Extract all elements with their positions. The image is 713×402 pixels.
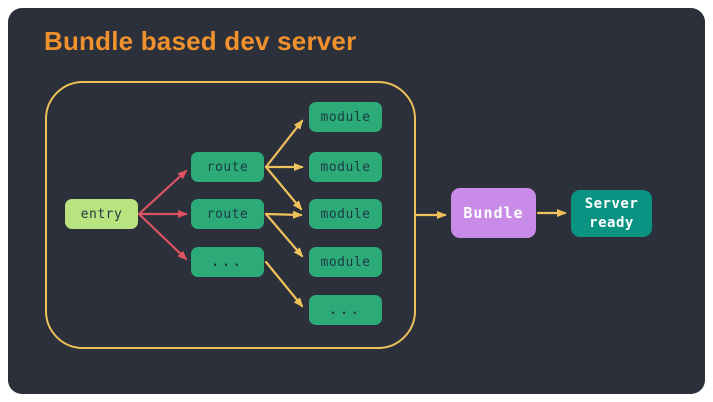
node-module-more: ... <box>309 295 382 325</box>
node-bundle: Bundle <box>451 188 536 238</box>
node-route-1: route <box>191 152 264 182</box>
node-module-1: module <box>309 102 382 132</box>
node-module-3: module <box>309 199 382 229</box>
node-route-more: ... <box>191 247 264 277</box>
slide-panel: Bundle based dev server <box>8 8 705 394</box>
node-entry: entry <box>65 199 138 229</box>
node-route-2: route <box>191 199 264 229</box>
page-title: Bundle based dev server <box>44 26 357 56</box>
node-module-4: module <box>309 247 382 277</box>
node-module-2: module <box>309 152 382 182</box>
node-server-ready: Server ready <box>571 190 652 237</box>
